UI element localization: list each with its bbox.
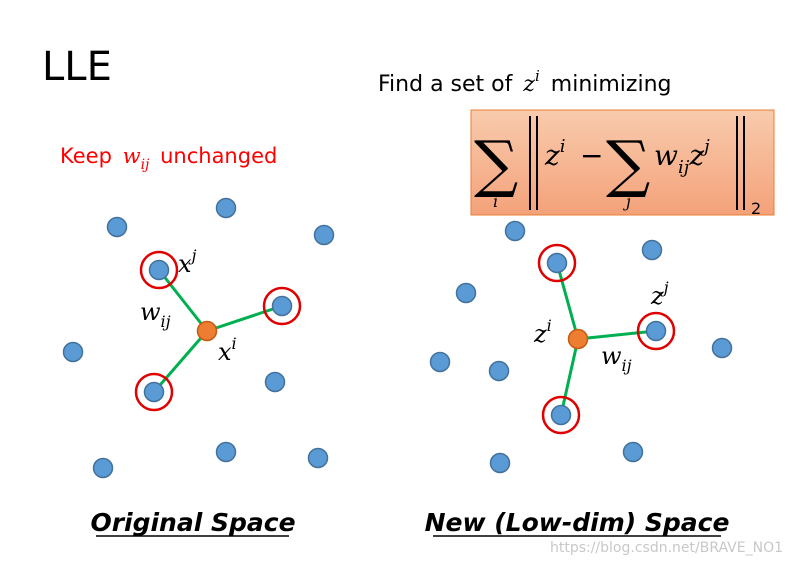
neighbor-point [546,252,568,274]
formula-box [470,109,775,216]
keep-weights-text: Keep wij unchanged [60,144,277,174]
formula-wij-zj: wijzj [654,136,710,178]
neighbor-ring [537,243,577,283]
data-point [622,441,644,463]
label-zj: zj [650,278,669,310]
caption-original-space: Original Space [90,508,295,537]
label-zi: zi [533,316,552,348]
data-point [62,341,84,363]
neighbor-point [271,295,293,317]
edge-xi-to-right-neighbor [206,304,283,333]
edge-xi-to-lower-neighbor [152,330,209,393]
edge-zi-to-upper-neighbor [555,262,580,340]
data-point [711,337,733,359]
norm-subscript: 2 [751,199,761,218]
center-point-zi [567,328,589,350]
neighbor-point [550,404,572,426]
data-point [264,371,286,393]
data-point [504,220,526,242]
neighbor-point [143,381,165,403]
objective-formula: ∑ i zi − ∑ j wijzj 2 [470,109,775,218]
watermark: https://blog.csdn.net/BRAVE_NO1 [550,540,783,556]
data-point [106,216,128,238]
slide-title: LLE [42,44,112,90]
sum-i-index: i [493,192,498,211]
data-point [429,351,451,373]
edge-zi-to-lower-neighbor [559,338,580,416]
neighbor-point [645,320,667,342]
data-point [307,447,329,469]
center-point-xi [196,320,218,342]
label-wij: wij [140,298,171,331]
neighbor-ring [541,395,581,435]
lowdim-space-diagram: zi zj wij New (Low-dim) Space [425,220,733,537]
neighbor-ring [139,250,179,290]
data-point [215,441,237,463]
sum-j-index: j [623,192,631,211]
formula-minus: − [580,139,603,172]
neighbor-ring [636,311,676,351]
edge-zi-to-right-neighbor [577,329,657,341]
data-point [641,239,663,261]
data-point [215,197,237,219]
caption-lowdim-space: New (Low-dim) Space [425,508,730,537]
neighbor-point [148,259,170,281]
data-point [455,282,477,304]
label-xj: xj [178,246,197,278]
neighbor-ring [134,372,174,412]
sum-j-symbol: ∑ [606,127,650,200]
formula-zi: zi [544,136,566,172]
label-wij: wij [601,342,632,375]
data-point [313,224,335,246]
objective-text: Find a set of zi minimizing [378,62,672,97]
data-point [489,452,511,474]
edge-xi-to-upper-neighbor [157,269,209,332]
label-xi: xi [218,334,237,366]
data-point [92,457,114,479]
data-point [488,360,510,382]
sum-i-symbol: ∑ [474,127,518,200]
neighbor-ring [262,286,302,326]
original-space-diagram: xj wij xi Original Space [62,197,335,537]
